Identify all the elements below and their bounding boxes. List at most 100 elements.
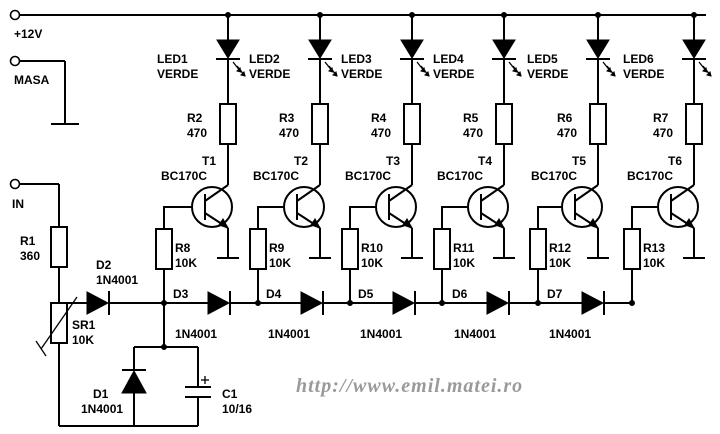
input-label: IN <box>12 197 24 211</box>
led-6-icon <box>682 39 706 59</box>
led-color: VERDE <box>249 67 290 81</box>
base-resistor-value: 10K <box>549 256 571 270</box>
base-resistor-ref: R10 <box>361 241 383 255</box>
collector-resistor-value: 470 <box>653 126 673 140</box>
collector-resistor-ref: R5 <box>463 111 479 125</box>
led-5-icon <box>586 39 610 59</box>
transistor-ref: T5 <box>572 154 586 168</box>
d1-model: 1N4001 <box>81 402 123 416</box>
d2-ref: D2 <box>96 258 112 272</box>
collector-resistor-value: 470 <box>557 126 577 140</box>
base-resistor <box>529 228 547 270</box>
collector-resistor <box>589 103 607 145</box>
gnd-terminal <box>9 55 21 67</box>
transistor-icon <box>191 186 233 228</box>
chain-diode-model: 1N4001 <box>175 327 217 341</box>
collector-resistor-value: 470 <box>187 126 207 140</box>
chain-diode-icon <box>486 291 510 315</box>
base-resistor-ref: R11 <box>453 241 475 255</box>
input-terminal <box>9 178 21 190</box>
collector-resistor <box>495 103 513 145</box>
chain-diode-icon <box>581 291 605 315</box>
chain-diode-icon <box>300 291 324 315</box>
r1-ref: R1 <box>20 234 36 248</box>
led-stages: LED1VERDER2470T1BC170CR810KLED2VERDER347… <box>155 12 712 306</box>
led-ref: LED2 <box>249 52 280 66</box>
transistor-ref: T6 <box>668 154 682 168</box>
c1-ref: C1 <box>222 387 238 401</box>
transistor-icon <box>561 186 603 228</box>
led-ref: LED3 <box>341 52 372 66</box>
transistor-ref: T2 <box>294 154 308 168</box>
watermark-url: http://www.emil.matei.ro <box>296 375 523 397</box>
sr1-ref: SR1 <box>72 318 96 332</box>
base-resistor-value: 10K <box>643 256 665 270</box>
chain-diode-icon <box>392 291 416 315</box>
transistor-ref: T3 <box>386 154 400 168</box>
transistor-ref: T4 <box>478 154 492 168</box>
base-resistor-ref: R8 <box>175 241 191 255</box>
chain-diode-4: D6 1N4001 <box>442 287 538 341</box>
d1-diode <box>121 369 147 394</box>
base-resistor-ref: R13 <box>643 241 665 255</box>
chain-diode-model: 1N4001 <box>360 327 402 341</box>
base-resistor-ref: R9 <box>269 241 285 255</box>
c1-value: 10/16 <box>222 402 252 416</box>
collector-resistor <box>685 103 703 145</box>
led-ref: LED4 <box>433 52 464 66</box>
d2-model: 1N4001 <box>96 273 138 287</box>
transistor-model: BC170C <box>161 169 207 183</box>
base-resistor-ref: R12 <box>549 241 571 255</box>
led-ref: LED1 <box>157 52 188 66</box>
transistor-model: BC170C <box>627 169 673 183</box>
base-resistor <box>155 228 173 270</box>
led-color: VERDE <box>433 67 474 81</box>
collector-resistor-ref: R6 <box>557 111 573 125</box>
collector-resistor-ref: R7 <box>653 111 669 125</box>
chain-diode-ref: D6 <box>452 287 468 301</box>
d1-ref: D1 <box>93 387 109 401</box>
collector-resistor-ref: R4 <box>371 111 387 125</box>
led-4-icon <box>492 39 516 59</box>
chain-diode-ref: D7 <box>547 287 563 301</box>
transistor-ref: T1 <box>202 154 216 168</box>
chain-diode-1: D3 1N4001 <box>164 287 258 341</box>
d2-diode <box>86 291 110 315</box>
collector-resistor <box>403 103 421 145</box>
transistor-model: BC170C <box>531 169 577 183</box>
base-resistor-value: 10K <box>453 256 475 270</box>
chain-diode-model: 1N4001 <box>268 327 310 341</box>
collector-resistor <box>311 103 329 145</box>
ground-terminal-group: MASA <box>9 55 79 125</box>
transistor-model: BC170C <box>437 169 483 183</box>
transistor-icon <box>467 186 509 228</box>
transistor-model: BC170C <box>253 169 299 183</box>
led-3-icon <box>400 39 424 59</box>
led-ref: LED5 <box>527 52 558 66</box>
led-ref: LED6 <box>623 52 654 66</box>
r1-resistor <box>50 226 68 268</box>
base-resistor-value: 10K <box>269 256 291 270</box>
sr1-value: 10K <box>72 333 94 347</box>
input-section: IN R1 360 SR1 10K D2 1N4001 D1 1N4001 <box>9 178 252 427</box>
transistor-icon <box>657 186 699 228</box>
vcc-label: +12V <box>14 27 42 41</box>
collector-resistor <box>219 103 237 145</box>
chain-diode-model: 1N4001 <box>454 327 496 341</box>
r1-value: 360 <box>20 249 40 263</box>
chain-diode-ref: D5 <box>358 287 374 301</box>
gnd-label: MASA <box>14 73 50 87</box>
transistor-icon <box>375 186 417 228</box>
transistor-model: BC170C <box>345 169 391 183</box>
chain-diode-ref: D3 <box>173 287 189 301</box>
